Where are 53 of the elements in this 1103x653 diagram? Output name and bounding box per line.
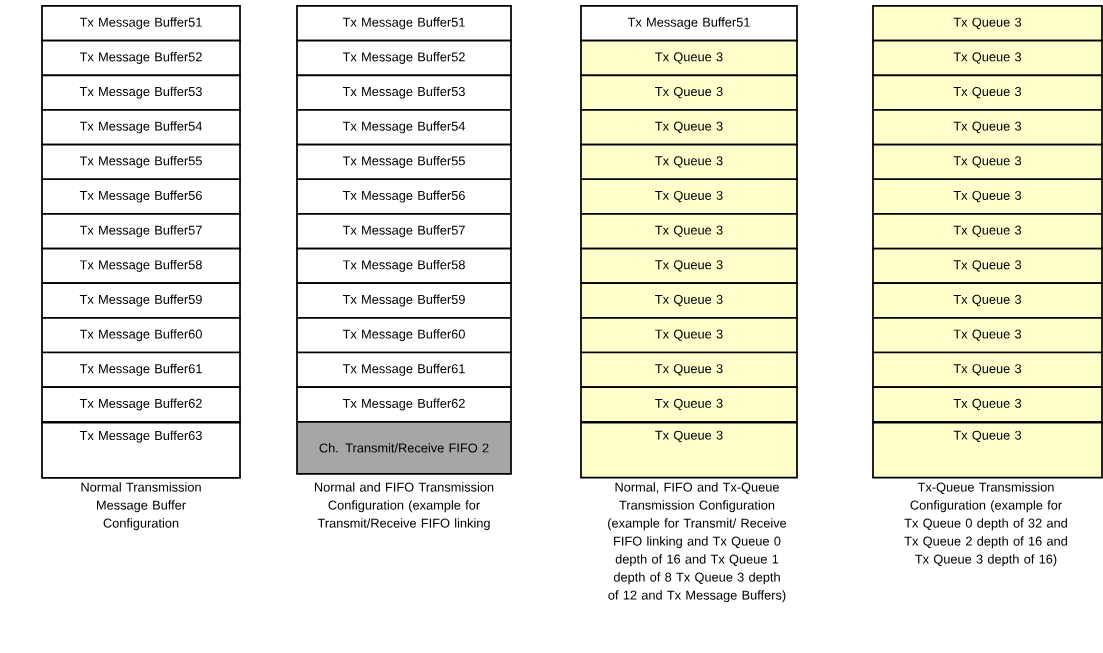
buffer-cell: Tx Queue 3 [580, 74, 798, 111]
buffer-cell: Tx Message Buffer54 [41, 109, 241, 146]
buffer-cell: Tx Message Buffer62 [296, 386, 512, 423]
buffer-cell: Tx Queue 3 [872, 39, 1103, 77]
buffer-cell: Tx Message Buffer59 [296, 282, 512, 319]
buffer-cell: Tx Message Buffer53 [41, 74, 241, 111]
buffer-cell: Tx Queue 3 [872, 109, 1103, 146]
buffer-cell: Tx Message Buffer53 [296, 74, 512, 111]
caption: Normal, FIFO and Tx-Queue Transmission Configuration (example for Transmit/ Receive FIFO linking and Tx Queue 0 depth of 16 and Tx Queue 1 depth of 8 Tx Queue 3 depth of 12 and Tx Message Buffers) [608, 482, 787, 603]
buffer-cell: Tx Queue 3 [580, 421, 798, 479]
buffer-cell: Tx Message Buffer58 [296, 247, 512, 285]
buffer-cell: Tx Message Buffer56 [41, 178, 241, 215]
buffer-cell: Tx Message Buffer55 [296, 143, 512, 181]
buffer-cell: Ch. Transmit/Receive FIFO 2 [296, 420, 512, 475]
buffer-cell: Tx Message Buffer57 [41, 213, 241, 250]
buffer-cell: Tx Queue 3 [872, 282, 1103, 319]
buffer-cell: Tx Message Buffer58 [41, 247, 241, 285]
buffer-cell: Tx Queue 3 [872, 386, 1103, 423]
buffer-cell: Tx Message Buffer52 [41, 39, 241, 77]
buffer-cell: Tx Queue 3 [872, 316, 1103, 354]
buffer-cell: Tx Message Buffer55 [41, 143, 241, 181]
buffer-cell: Tx Message Buffer51 [296, 5, 512, 42]
buffer-cell: Tx Message Buffer62 [41, 386, 241, 423]
buffer-cell: Tx Queue 3 [580, 282, 798, 319]
buffer-cell: Tx Queue 3 [872, 351, 1103, 388]
buffer-cell: Tx Message Buffer51 [580, 5, 798, 42]
buffer-cell: Tx Message Buffer60 [41, 316, 241, 354]
buffer-cell: Tx Queue 3 [580, 351, 798, 388]
buffer-cell: Tx Message Buffer57 [296, 213, 512, 250]
buffer-cell: Tx Message Buffer61 [41, 351, 241, 388]
buffer-cell: Tx Message Buffer56 [296, 178, 512, 215]
buffer-cell: Tx Queue 3 [580, 386, 798, 423]
buffer-cell: Tx Message Buffer63 [41, 421, 241, 479]
buffer-cell: Tx Message Buffer60 [296, 316, 512, 354]
buffer-cell: Tx Queue 3 [580, 109, 798, 146]
buffer-cell: Tx Queue 3 [872, 143, 1103, 181]
buffer-cell: Tx Queue 3 [580, 143, 798, 181]
buffer-cell: Tx Queue 3 [872, 5, 1103, 42]
buffer-cell: Tx Queue 3 [580, 247, 798, 285]
buffer-cell: Tx Queue 3 [580, 316, 798, 354]
buffer-cell: Tx Message Buffer51 [41, 5, 241, 42]
buffer-cell: Tx Queue 3 [872, 247, 1103, 285]
buffer-cell: Tx Queue 3 [580, 213, 798, 250]
buffer-cell: Tx Queue 3 [872, 213, 1103, 250]
buffer-cell: Tx Message Buffer61 [296, 351, 512, 388]
buffer-cell: Tx Queue 3 [580, 178, 798, 215]
buffer-cell: Tx Message Buffer54 [296, 109, 512, 146]
buffer-cell: Tx Queue 3 [872, 178, 1103, 215]
buffer-cell: Tx Queue 3 [872, 421, 1103, 479]
buffer-cell: Tx Queue 3 [580, 39, 798, 77]
buffer-cell: Tx Message Buffer59 [41, 282, 241, 319]
buffer-cell: Tx Message Buffer52 [296, 39, 512, 77]
buffer-cell: Tx Queue 3 [872, 74, 1103, 111]
